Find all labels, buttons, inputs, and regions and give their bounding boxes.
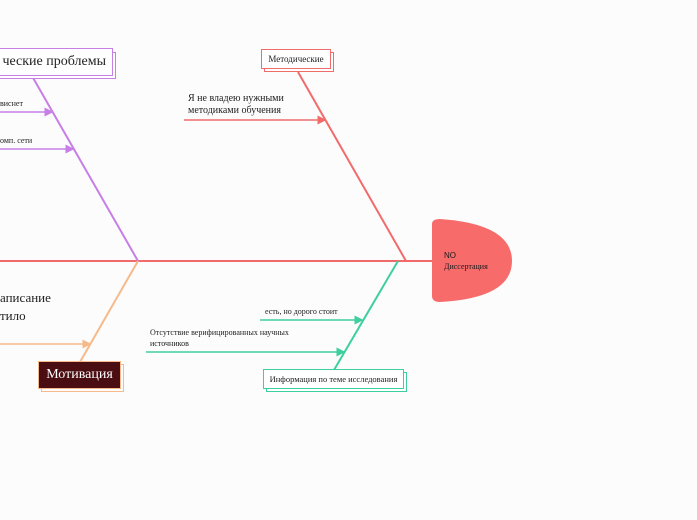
information-cause-2: Отсутствие верифицированных научных исто… [150,328,289,348]
head-title: Диссертация [444,262,488,271]
motivation-label: Мотивация [46,367,113,382]
motivation-cause-2: тило [0,308,26,323]
technical-box[interactable]: ческие проблемы [0,48,113,76]
technical-cause-1: виснет [0,99,23,108]
information-label: Информация по теме исследования [269,374,398,384]
motivation-cause-1: аписание [0,290,51,305]
technical-branch-line [31,75,139,262]
information-cause-1: есть, но дорого стоит [265,307,338,316]
methodical-box[interactable]: Методические [261,49,331,69]
methodical-branch-line [297,71,407,262]
methodical-cause-1: Я не владею нужными методиками обучения [188,93,284,116]
methodical-label: Методические [268,54,324,64]
motivation-box[interactable]: Мотивация [38,361,121,389]
head-code: NO [444,251,456,260]
information-branch-line [333,260,399,371]
technical-cause-2: омп. сети [0,136,33,145]
motivation-branch-line [79,260,139,363]
head-shape[interactable] [432,219,512,302]
information-box[interactable]: Информация по теме исследования [263,369,404,389]
technical-label: ческие проблемы [2,54,106,69]
